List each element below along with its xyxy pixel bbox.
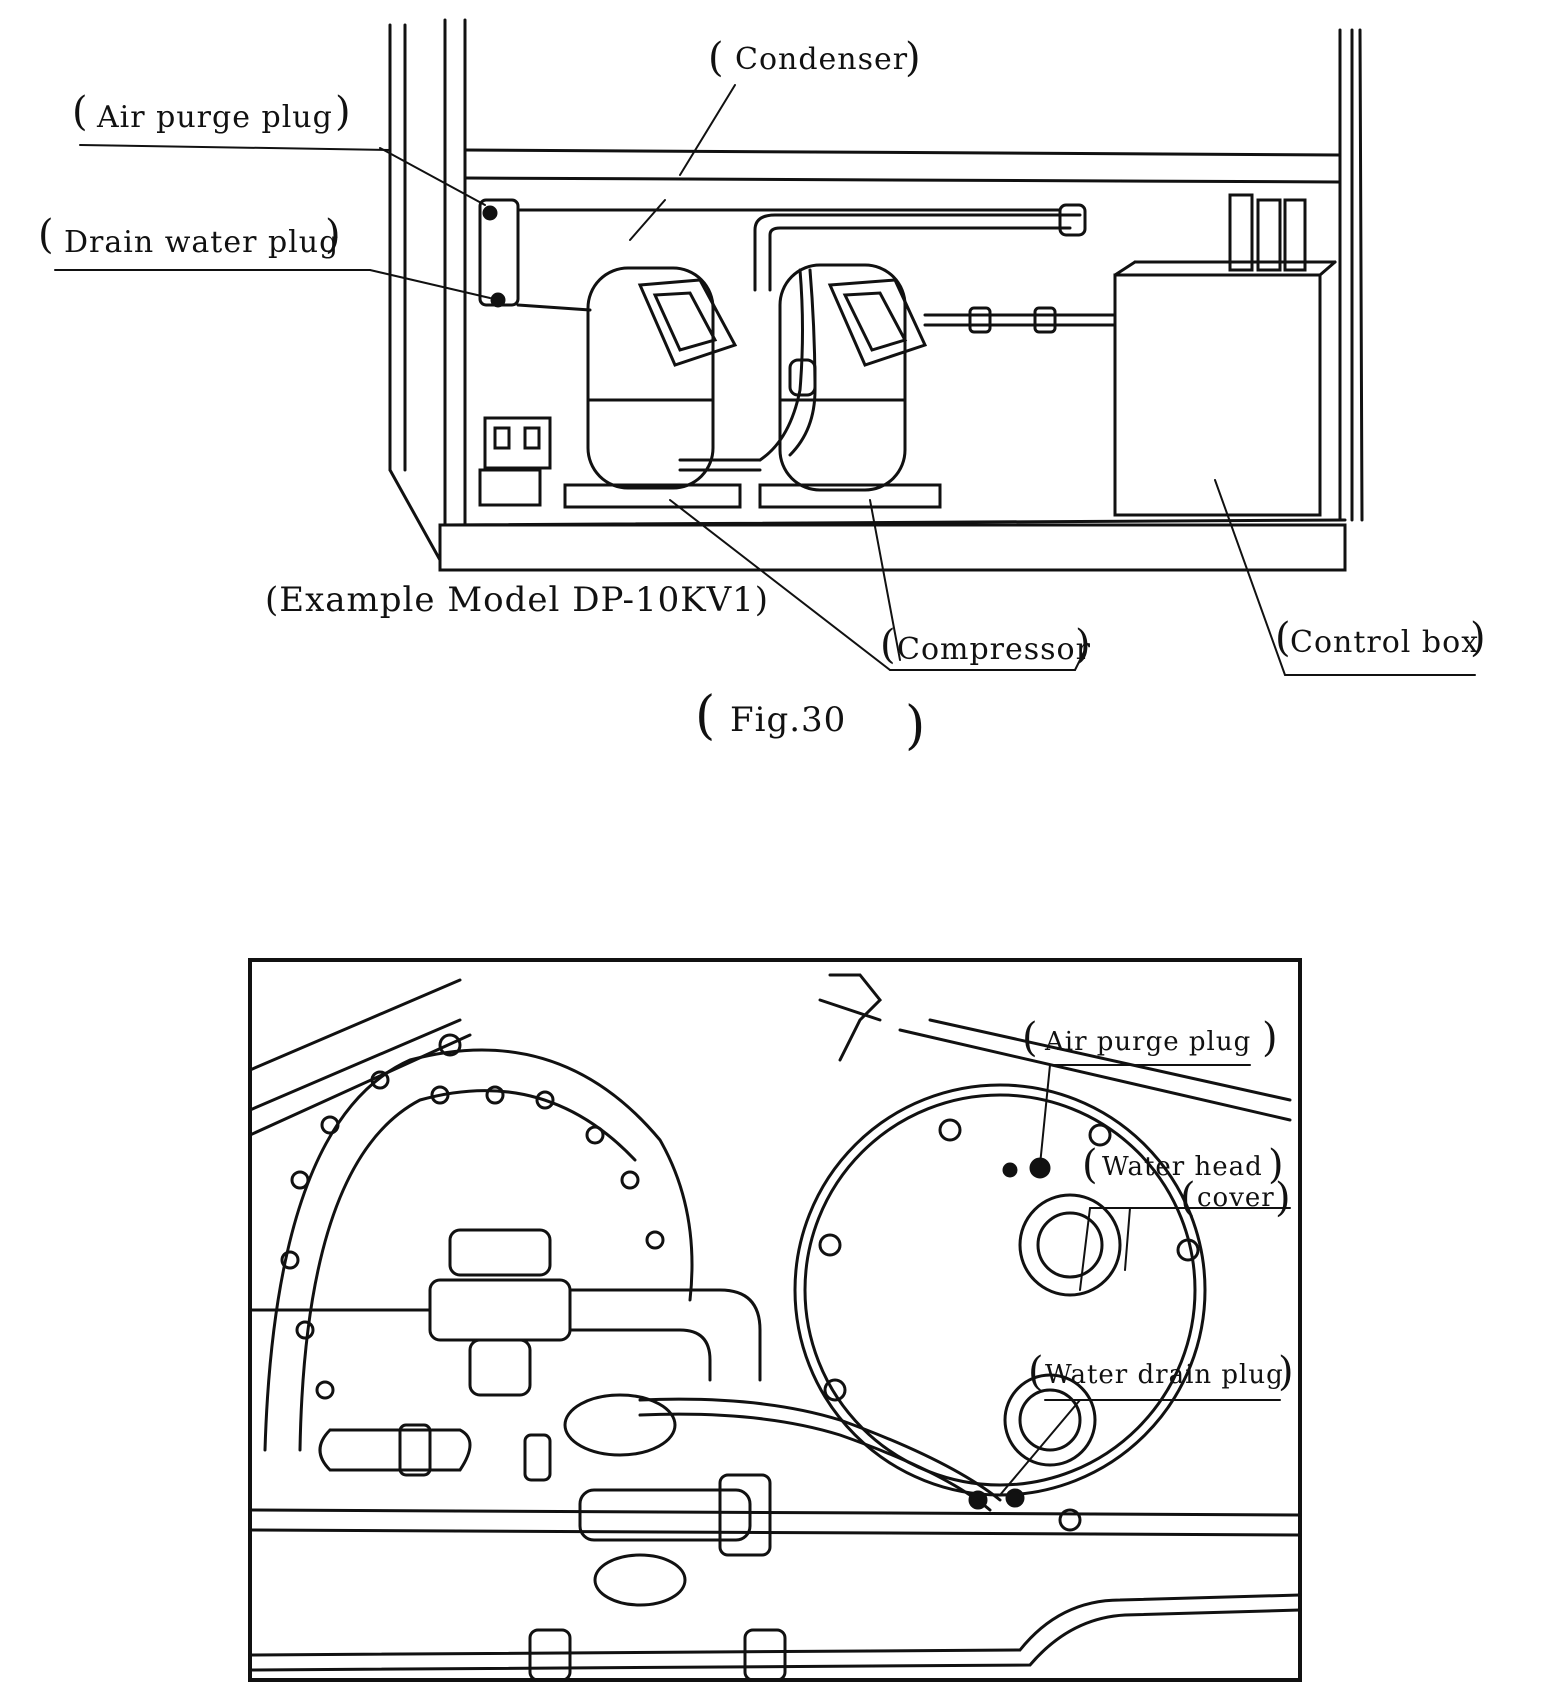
bottom-piping-drawing bbox=[250, 975, 1300, 1680]
label-air-purge-plug-top: Air purge plug bbox=[97, 100, 333, 135]
paren-close: ) bbox=[905, 38, 921, 78]
paren-close: ) bbox=[1262, 1018, 1278, 1058]
label-compressor: Compressor bbox=[897, 632, 1091, 667]
label-example-model: (Example Model DP-10KV1) bbox=[265, 580, 769, 620]
paren-open: ( bbox=[1082, 1145, 1098, 1185]
label-drain-water-plug: Drain water plug bbox=[64, 225, 339, 260]
fig-caption: Fig.30 bbox=[730, 700, 846, 740]
paren-close: ) bbox=[1275, 1178, 1291, 1218]
label-air-purge-plug-bottom: Air purge plug bbox=[1045, 1027, 1251, 1057]
switch-box-drawing bbox=[480, 418, 550, 505]
paren-open: ( bbox=[880, 625, 896, 665]
compressor-right-drawing bbox=[760, 265, 940, 507]
paren-open: ( bbox=[1028, 1352, 1044, 1392]
paren-close: ) bbox=[325, 215, 341, 255]
control-box-drawing bbox=[1115, 195, 1335, 515]
paren-close: ) bbox=[1075, 625, 1091, 665]
label-water-drain-plug: Water drain plug bbox=[1045, 1360, 1284, 1390]
paren-open: ( bbox=[72, 92, 88, 132]
paren-close: ) bbox=[335, 92, 351, 132]
paren-open: ( bbox=[708, 38, 724, 78]
paren-open: ( bbox=[695, 690, 715, 742]
label-condenser: Condenser bbox=[735, 42, 908, 77]
paren-close: ) bbox=[1470, 618, 1486, 658]
label-control-box: Control box bbox=[1290, 625, 1479, 660]
paren-close: ) bbox=[1278, 1352, 1294, 1392]
paren-open: ( bbox=[38, 215, 54, 255]
paren-close: ) bbox=[905, 700, 925, 752]
piping-drawing bbox=[680, 205, 1115, 470]
bottom-leader-lines bbox=[1000, 1065, 1290, 1495]
paren-open: ( bbox=[1275, 618, 1291, 658]
paren-open: ( bbox=[1022, 1018, 1038, 1058]
paren-open: ( bbox=[1180, 1178, 1196, 1218]
label-cover: cover bbox=[1197, 1183, 1275, 1213]
